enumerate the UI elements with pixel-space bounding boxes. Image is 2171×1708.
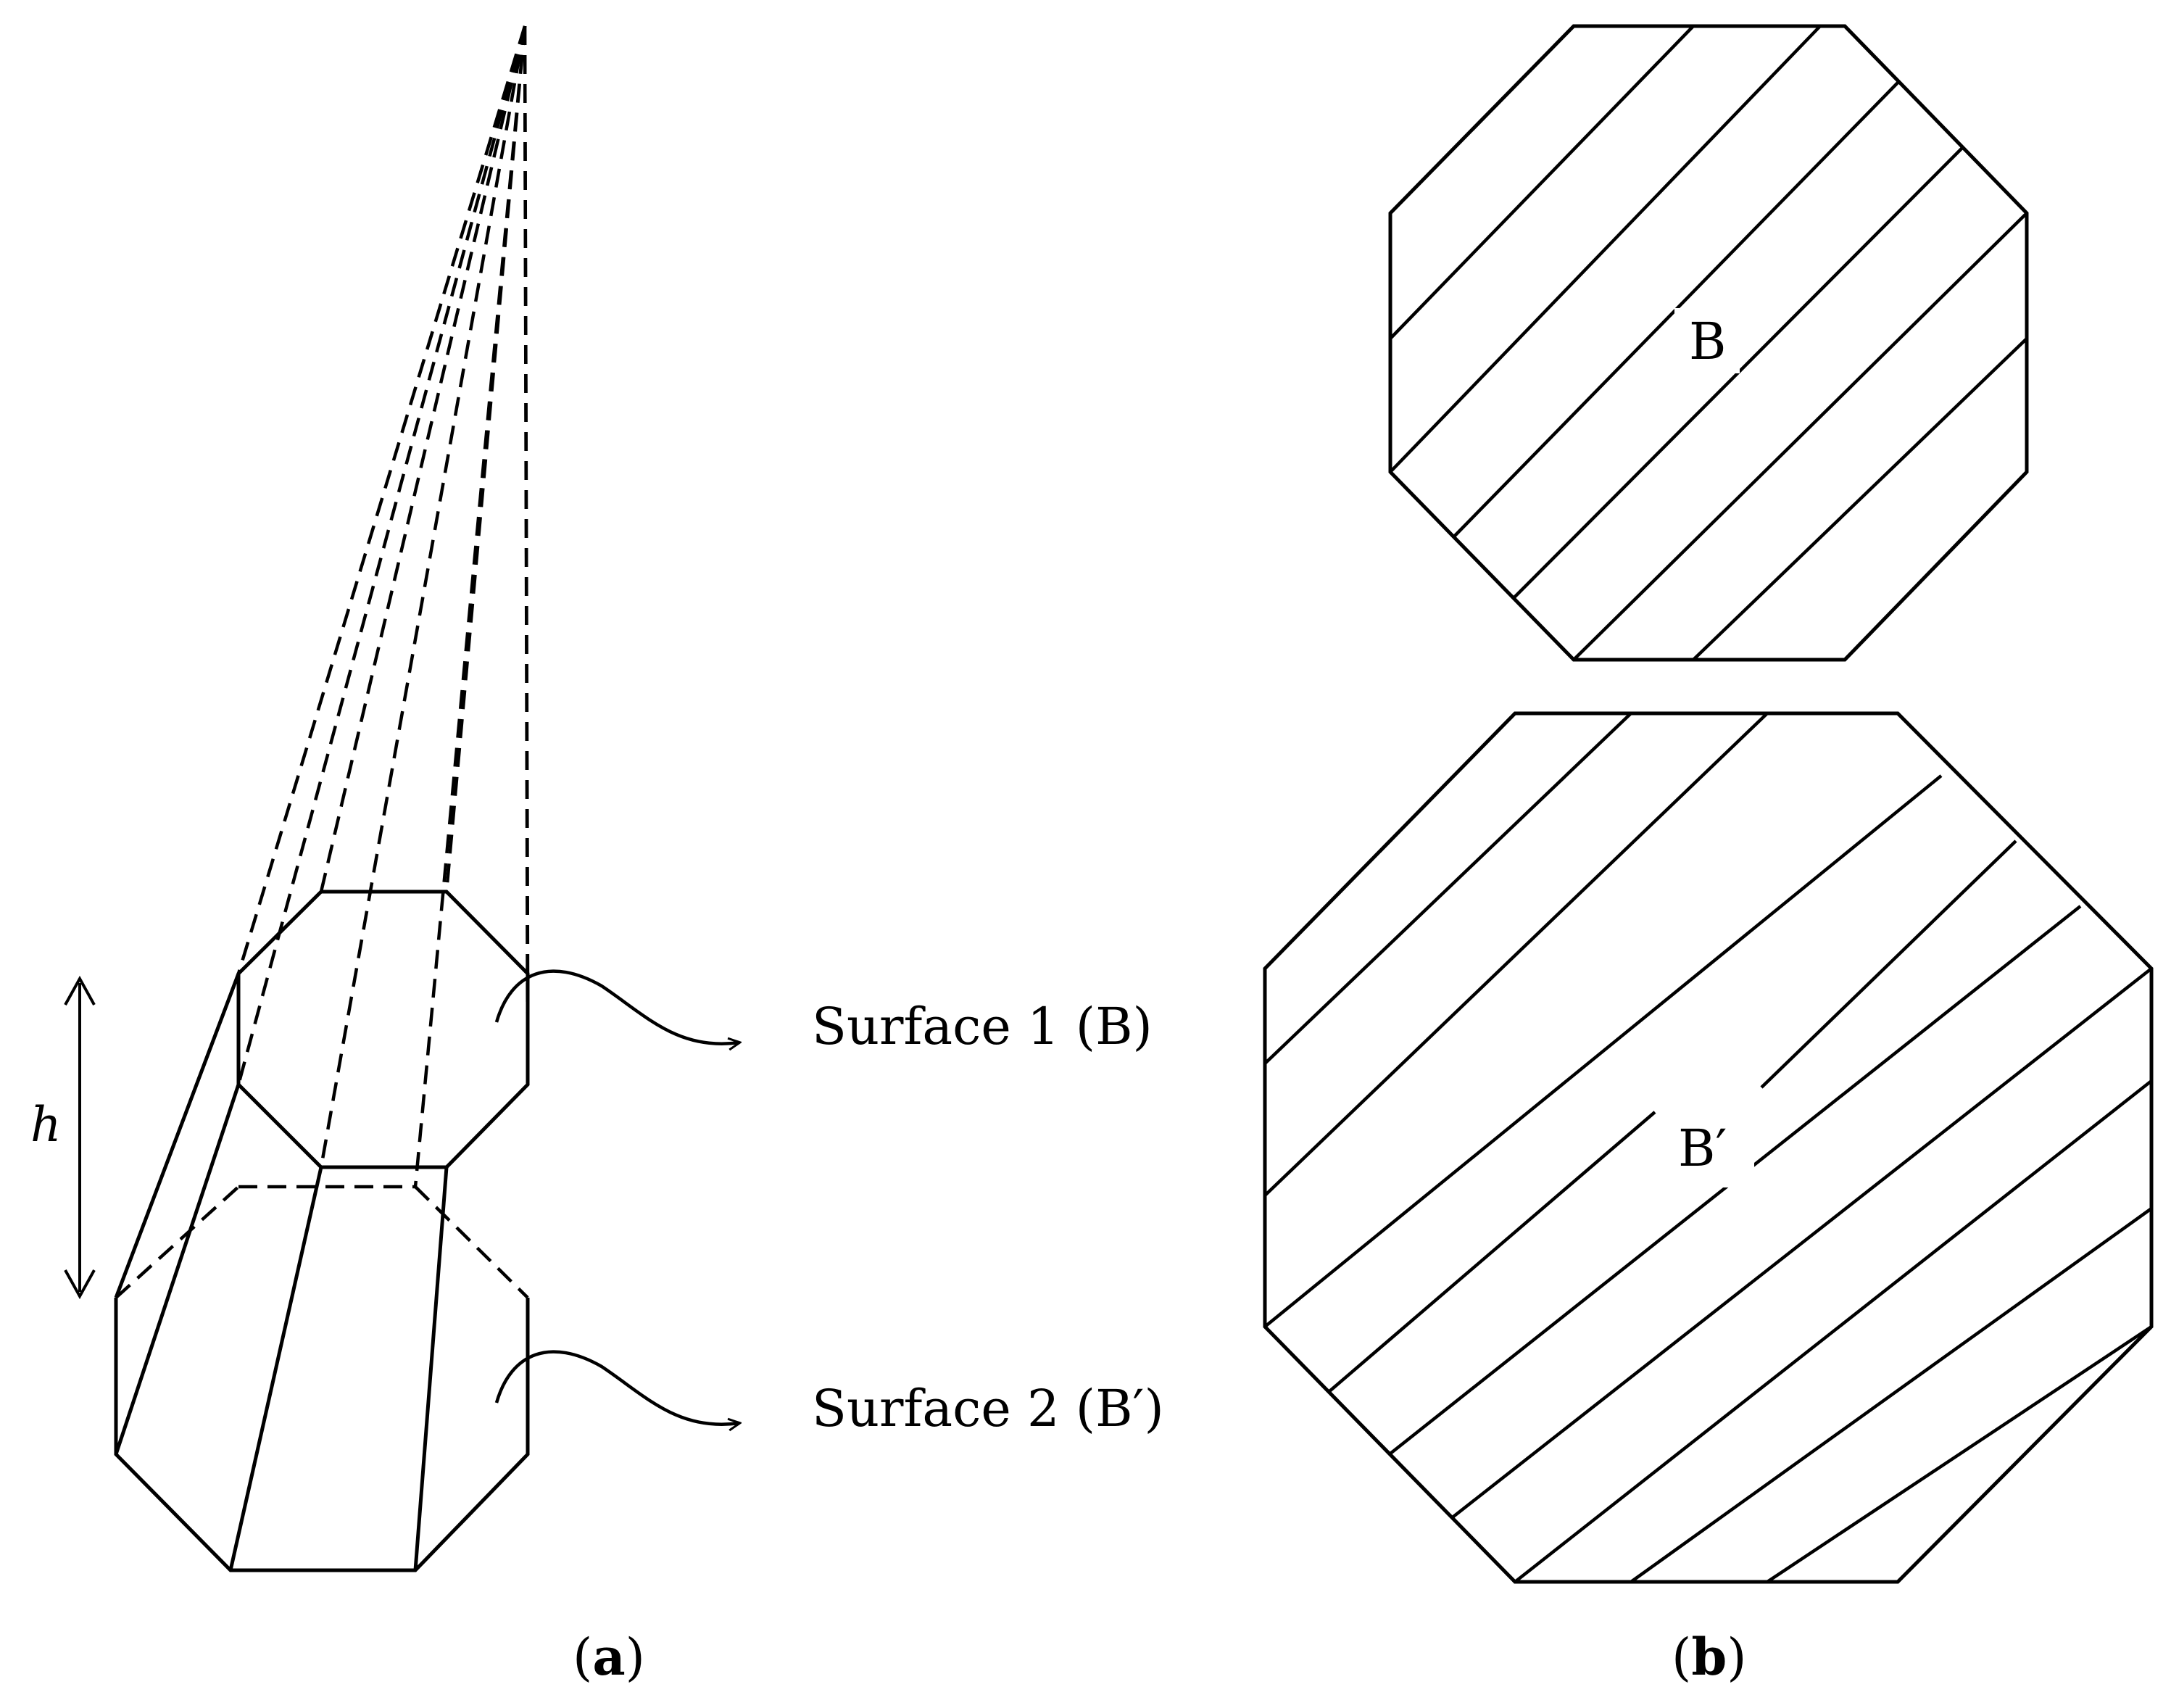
surface-1-label: Surface 1 (B)	[812, 997, 1153, 1056]
hidden-back-edges	[115, 1185, 529, 1299]
octagon-b-prime: B′	[1263, 711, 2154, 1584]
octagon-b-label: B	[1689, 312, 1726, 371]
surface-2-leader-arrow	[494, 1350, 739, 1425]
panel-a-frustum	[114, 25, 530, 1572]
octagon-b: B	[1388, 24, 2029, 662]
octagon-b-prime-label: B′	[1678, 1119, 1727, 1178]
surface-2-label: Surface 2 (B′)	[812, 1379, 1164, 1438]
octagon-b-prime-label-bg	[1667, 1115, 1754, 1187]
octagon-b-label-bg	[1674, 308, 1740, 373]
side-edge	[228, 1166, 323, 1571]
side-edge	[114, 973, 241, 1298]
height-dimension-arrow	[64, 975, 96, 1300]
surface-2-outline	[114, 1298, 530, 1572]
panel-a-caption: (a)	[573, 1627, 645, 1687]
side-edge	[413, 1166, 449, 1571]
octagon-b-outline	[1388, 24, 2029, 662]
panel-b-caption: (b)	[1672, 1627, 1747, 1687]
height-label: h	[30, 1097, 62, 1153]
side-edge	[114, 1084, 241, 1455]
surface-1-octagon	[236, 890, 530, 1169]
surface-1-leader-arrow	[494, 969, 739, 1044]
octagon-b-prime-outline	[1263, 711, 2154, 1584]
apex-projection-lines	[236, 25, 530, 1187]
